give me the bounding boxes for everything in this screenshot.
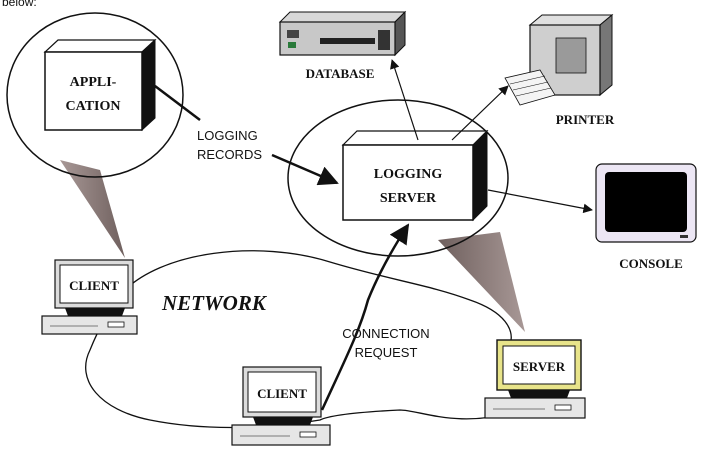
printer-label: PRINTER — [556, 112, 615, 127]
connection-request-label-line2: REQUEST — [355, 345, 418, 360]
application-box: APPLI- CATION — [43, 38, 157, 132]
server-cone — [438, 232, 525, 332]
client-bottom-label: CLIENT — [257, 386, 307, 401]
logging-records-label-line2: RECORDS — [197, 147, 262, 162]
database-arrow — [390, 59, 419, 141]
logging-server-label-line2: SERVER — [380, 191, 437, 206]
connection-request-label-line1: CONNECTION — [342, 326, 429, 341]
application-label-line1: APPLI- — [70, 75, 117, 90]
connection-request-arrow — [320, 223, 410, 411]
network-cloud — [85, 250, 545, 429]
logging-records-label-line1: LOGGING — [197, 128, 258, 143]
logging-server-box: LOGGING SERVER — [341, 129, 489, 222]
logging-records-arrow — [271, 153, 339, 186]
database-device — [278, 10, 407, 57]
database-label: DATABASE — [306, 66, 375, 81]
server-computer: SERVER — [484, 339, 586, 419]
console-label: CONSOLE — [619, 256, 683, 271]
application-label-line2: CATION — [66, 99, 121, 114]
logging-server-bubble — [287, 99, 509, 257]
client-bottom-computer: CLIENT — [231, 366, 331, 446]
application-bubble — [6, 12, 184, 178]
client-left-computer: CLIENT — [41, 259, 138, 335]
printer-arrow — [451, 85, 509, 141]
server-label: SERVER — [513, 359, 566, 374]
console-device — [595, 163, 697, 243]
client-left-label: CLIENT — [69, 278, 119, 293]
application-cone — [60, 160, 125, 258]
console-arrow — [487, 189, 593, 214]
printer-device — [504, 13, 614, 106]
application-link — [154, 85, 201, 121]
header-fragment: below: — [2, 0, 37, 9]
network-label: NETWORK — [161, 291, 268, 315]
logging-server-label-line1: LOGGING — [374, 167, 443, 182]
